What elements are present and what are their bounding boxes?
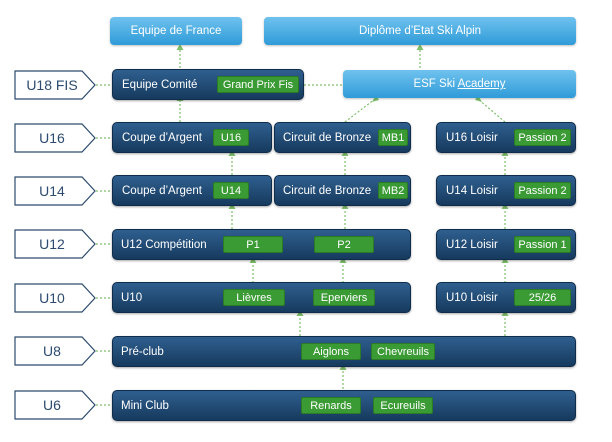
u10-loisir-box: U10 Loisir 25/26	[436, 282, 576, 313]
age-label: U10	[39, 290, 65, 306]
age-label: U12	[39, 236, 65, 252]
age-tag-u16: U16	[14, 123, 96, 153]
mini-club-box: Mini Club Renards Ecureuils	[112, 390, 576, 421]
diplome-label: Diplôme d’Etat Ski Alpin	[358, 25, 482, 37]
pill-passion-2: Passion 2	[514, 182, 571, 199]
pill-passion-1: Passion 1	[514, 236, 571, 253]
box-label: Pré-club	[121, 345, 164, 358]
equipe-comite-box: Equipe Comité Grand Prix Fis	[112, 69, 304, 100]
pill-chevreuils: Chevreuils	[371, 343, 435, 360]
age-label: U8	[43, 343, 61, 359]
box-label: Equipe Comité	[122, 78, 198, 91]
equipe-de-france-box: Equipe de France	[110, 17, 242, 45]
box-label: Coupe d’Argent	[122, 131, 202, 144]
box-label: Circuit de Bronze	[283, 131, 372, 144]
pill-aiglons: Aiglons	[301, 343, 361, 360]
pill-passion-2: Passion 2	[514, 129, 571, 146]
age-label: U18 FIS	[26, 77, 78, 93]
coupe-argent-u14-box: Coupe d’Argent U14	[112, 175, 272, 206]
age-tag-u6: U6	[14, 390, 96, 420]
age-label: U6	[43, 397, 61, 413]
age-tag-u8: U8	[14, 336, 96, 366]
arrow-to-esf-2	[477, 98, 506, 123]
u14-loisir-box: U14 Loisir Passion 2	[436, 175, 576, 206]
box-label: Circuit de Bronze	[283, 184, 372, 197]
pill-mb2: MB2	[378, 182, 408, 199]
box-label: Coupe d’Argent	[122, 184, 202, 197]
box-label: U10	[121, 291, 143, 304]
esf-ski-academy-box: ESF Ski Academy	[343, 70, 576, 98]
box-label: U10 Loisir	[446, 291, 498, 304]
age-label: U14	[39, 183, 65, 199]
age-tag-u14: U14	[14, 176, 96, 206]
pill-u14: U14	[213, 182, 249, 199]
arrow-to-esf-1	[344, 98, 376, 123]
equipe-de-france-label: Equipe de France	[130, 25, 222, 37]
box-label: U12 Loisir	[446, 238, 498, 251]
u10-box: U10 Lièvres Eperviers	[112, 282, 411, 313]
pill-25-26: 25/26	[514, 289, 571, 306]
pill-ecureuils: Ecureuils	[373, 397, 433, 414]
circuit-bronze-mb1-box: Circuit de Bronze MB1	[274, 122, 411, 153]
diplome-box: Diplôme d’Etat Ski Alpin	[264, 17, 576, 45]
box-label: U16 Loisir	[446, 131, 498, 144]
age-tag-u12: U12	[14, 229, 96, 259]
pill-lievres: Lièvres	[223, 289, 285, 306]
pill-eperviers: Eperviers	[313, 289, 375, 306]
pill-p1: P1	[223, 236, 283, 253]
coupe-argent-u16-box: Coupe d’Argent U16	[112, 122, 272, 153]
u16-loisir-box: U16 Loisir Passion 2	[436, 122, 576, 153]
age-tag-u10: U10	[14, 283, 96, 313]
box-label: U12 Compétition	[121, 238, 207, 251]
pill-u16: U16	[213, 129, 249, 146]
pill-renards: Renards	[301, 397, 361, 414]
pill-grand-prix-fis: Grand Prix Fis	[217, 76, 299, 93]
age-tag-u18: U18 FIS	[14, 70, 96, 100]
pill-p2: P2	[314, 236, 374, 253]
pre-club-box: Pré-club Aiglons Chevreuils	[112, 336, 576, 367]
esf-label: ESF Ski Academy	[413, 78, 506, 90]
box-label: U14 Loisir	[446, 184, 498, 197]
age-label: U16	[39, 130, 65, 146]
circuit-bronze-mb2-box: Circuit de Bronze MB2	[274, 175, 411, 206]
box-label: Mini Club	[121, 399, 169, 412]
u12-loisir-box: U12 Loisir Passion 1	[436, 229, 576, 260]
pill-mb1: MB1	[378, 129, 408, 146]
u12-competition-box: U12 Compétition P1 P2	[112, 229, 411, 260]
